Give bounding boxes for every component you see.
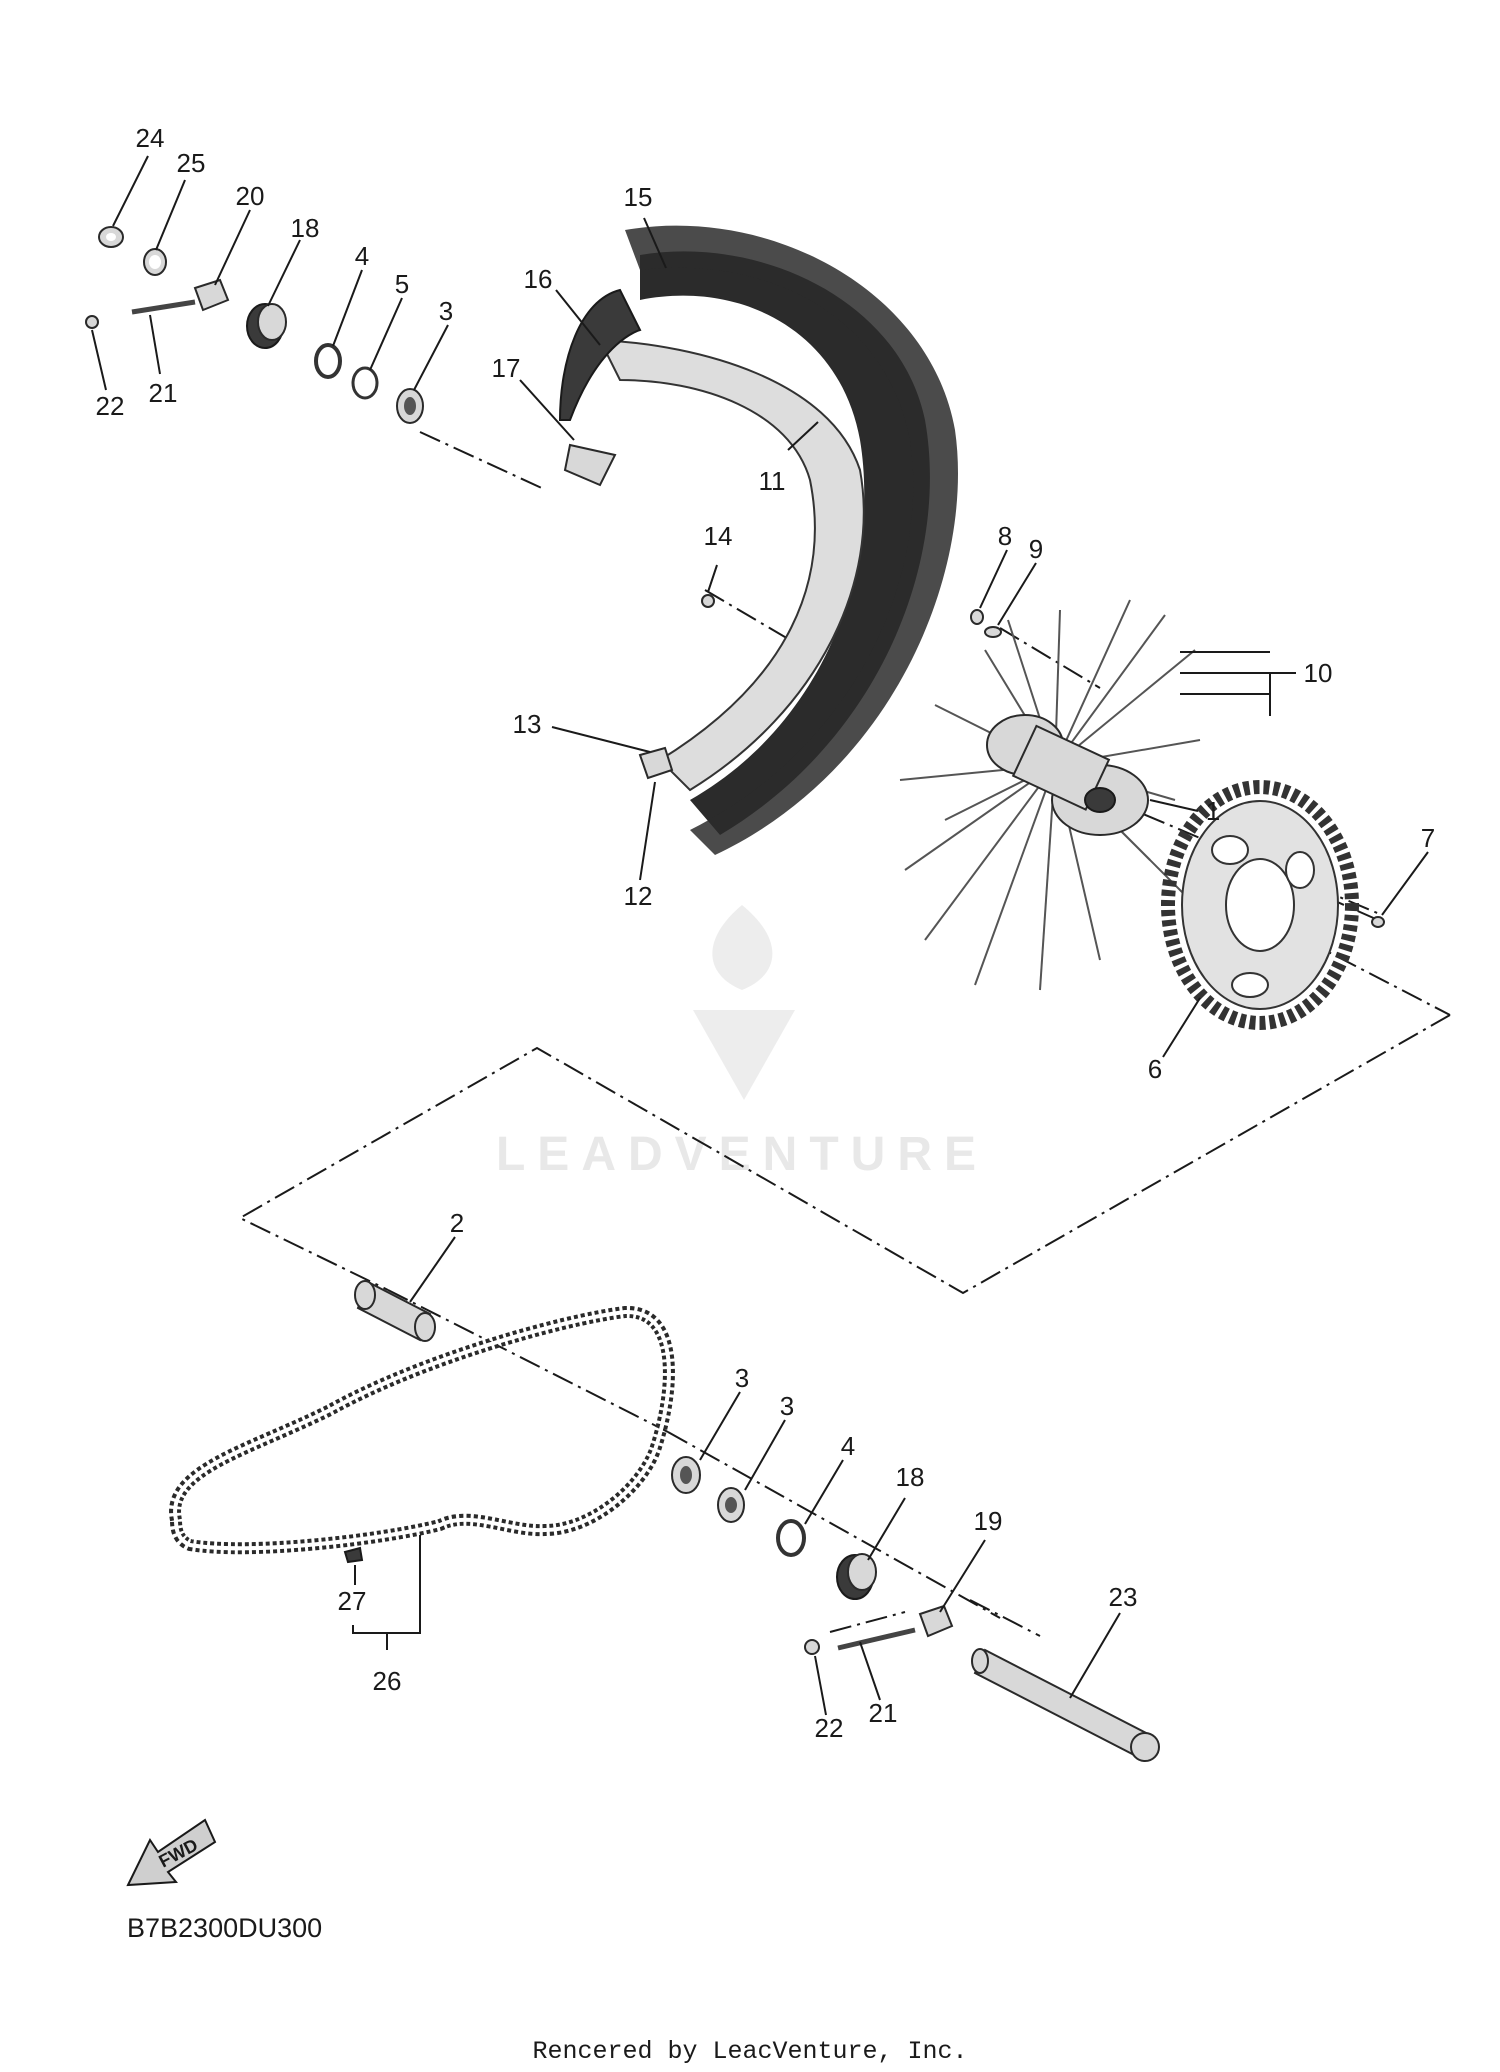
callout-3b: 3 — [735, 1363, 749, 1393]
part-22-nut-lower — [804, 1639, 820, 1655]
part-22-nut — [85, 315, 99, 329]
part-3-bearing-lower-a — [671, 1456, 701, 1494]
part-2-collar — [354, 1280, 436, 1342]
callout-2: 2 — [450, 1208, 464, 1238]
diagram-code: B7B2300DU300 — [127, 1913, 322, 1943]
callout-5: 5 — [395, 269, 409, 299]
part-23-axle — [971, 1648, 1160, 1762]
callout-24: 24 — [136, 123, 165, 153]
part-21-bolt — [131, 299, 196, 315]
part-25-washer — [143, 248, 167, 276]
callout-23: 23 — [1109, 1582, 1138, 1612]
tire-assembly — [558, 225, 958, 855]
callout-25: 25 — [177, 148, 206, 178]
callout-18b: 18 — [896, 1462, 925, 1492]
callout-21: 21 — [149, 378, 178, 408]
watermark: LEADVENTURE — [496, 905, 988, 1181]
callout-8: 8 — [998, 521, 1012, 551]
part-26-drive-chain — [169, 1305, 675, 1555]
part-6-sprocket — [1161, 780, 1359, 1030]
wheel-hub — [899, 599, 1201, 991]
part-20-plate — [193, 278, 230, 312]
part-5-ring — [351, 366, 379, 400]
callout-6: 6 — [1148, 1054, 1162, 1084]
callout-12: 12 — [624, 881, 653, 911]
fwd-arrow-icon: FWD — [126, 1818, 217, 1887]
callout-13: 13 — [513, 709, 542, 739]
part-4-seal — [314, 343, 342, 379]
callout-26: 26 — [373, 1666, 402, 1696]
callout-22: 22 — [96, 391, 125, 421]
callout-16: 16 — [524, 264, 553, 294]
part-9-spoke — [984, 626, 1002, 638]
part-3-bearing — [396, 388, 424, 424]
part-21-bolt-lower — [837, 1627, 916, 1651]
callout-3: 3 — [439, 296, 453, 326]
part-4-seal-lower — [776, 1519, 806, 1557]
callout-7: 7 — [1421, 823, 1435, 853]
callout-9: 9 — [1029, 534, 1043, 564]
callout-10: 10 — [1304, 658, 1333, 688]
part-18-collar-lower — [836, 1553, 877, 1600]
callout-22b: 22 — [815, 1713, 844, 1743]
callout-17: 17 — [492, 353, 521, 383]
callout-15: 15 — [624, 182, 653, 212]
callout-14: 14 — [704, 521, 733, 551]
callout-19: 19 — [974, 1506, 1003, 1536]
part-7-bolt — [1371, 916, 1385, 928]
leader-lines — [91, 155, 1429, 1716]
callout-27: 27 — [338, 1586, 367, 1616]
callout-20: 20 — [236, 181, 265, 211]
part-3-bearing-lower-b — [717, 1487, 745, 1523]
callout-21b: 21 — [869, 1698, 898, 1728]
part-19-plate — [918, 1604, 954, 1638]
part-18-collar — [246, 303, 287, 349]
part-24-nut — [98, 226, 124, 248]
part-8-nipple — [970, 609, 984, 625]
part-27-master-link — [343, 1546, 364, 1564]
callout-3c: 3 — [780, 1391, 794, 1421]
callout-18: 18 — [291, 213, 320, 243]
watermark-text: LEADVENTURE — [496, 1128, 988, 1181]
callout-4b: 4 — [841, 1431, 855, 1461]
callout-labels: 24 25 20 18 4 5 3 22 21 15 16 17 11 14 1… — [96, 123, 1436, 1743]
callout-11: 11 — [759, 466, 786, 496]
callout-4: 4 — [355, 241, 369, 271]
callout-1: 1 — [1206, 796, 1220, 826]
footer-credit: Rencered by LeacVenture, Inc. — [532, 2037, 967, 2066]
